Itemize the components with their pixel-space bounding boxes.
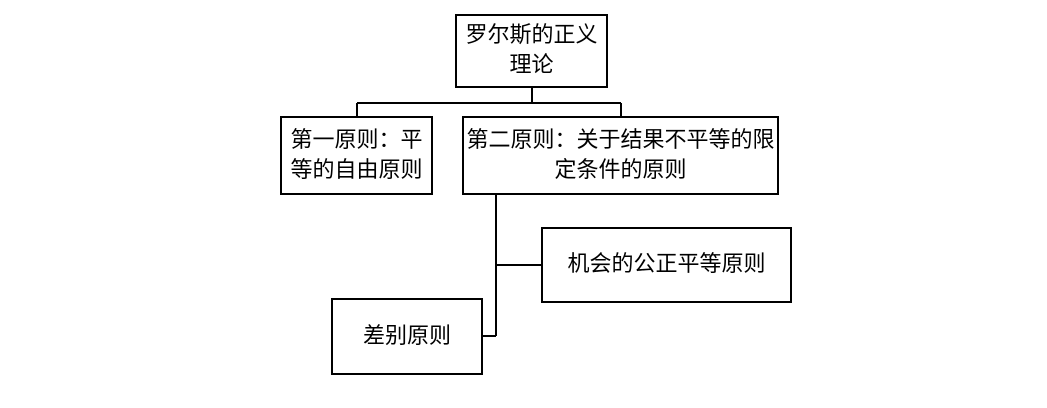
second-principle-node: 第二原则：关于结果不平等的限定条件的原则 [462,116,779,195]
first-principle-label: 第一原则：平等的自由原则 [290,127,423,183]
difference-principle-label: 差别原则 [362,323,451,349]
second-principle-label: 第二原则：关于结果不平等的限定条件的原则 [466,127,775,183]
difference-principle-node: 差别原则 [331,298,483,375]
fair-equality-of-opportunity-node: 机会的公正平等原则 [541,227,792,303]
root-node: 罗尔斯的正义理论 [455,14,608,88]
fair-equality-of-opportunity-label: 机会的公正平等原则 [567,252,766,277]
root-node-label: 罗尔斯的正义理论 [465,23,598,78]
first-principle-node: 第一原则：平等的自由原则 [280,116,433,195]
